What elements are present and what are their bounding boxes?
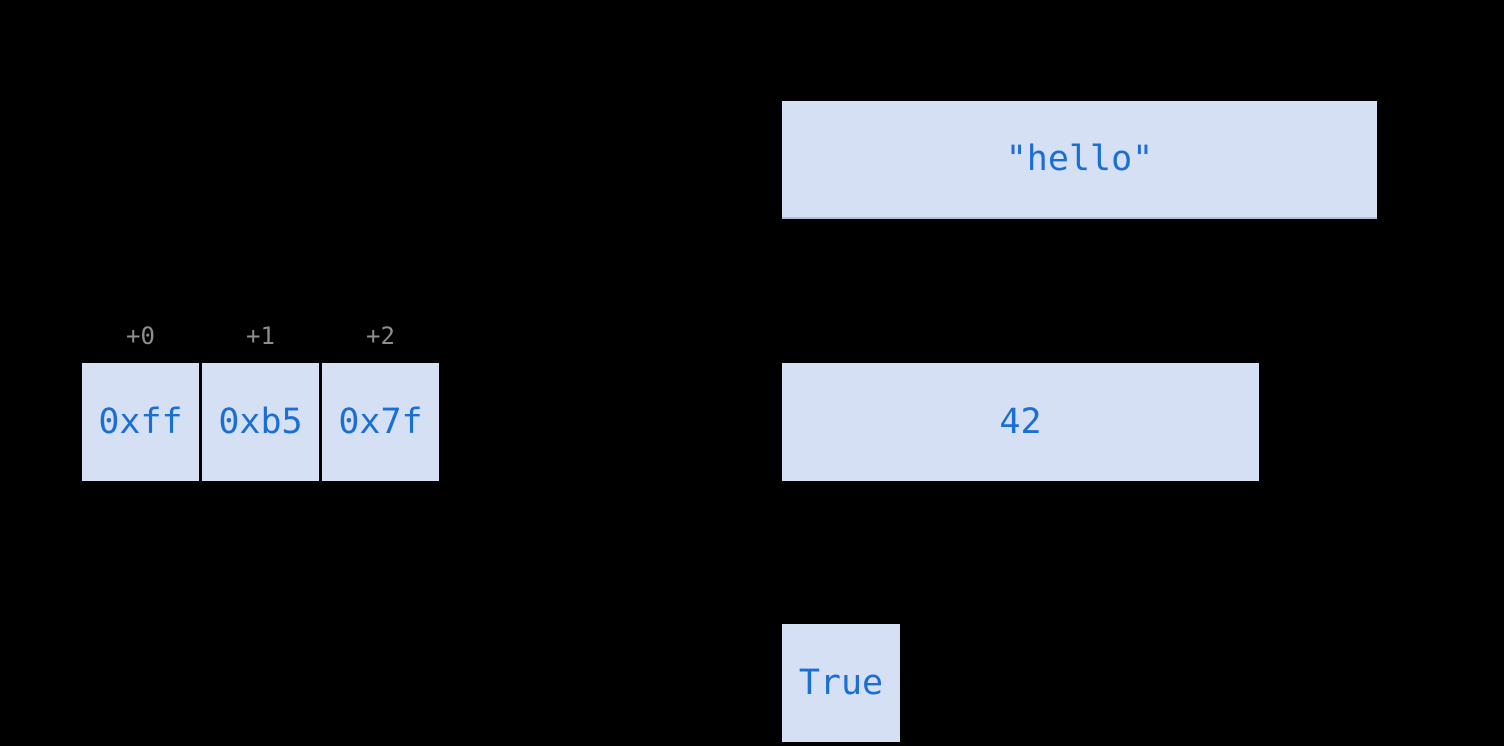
value-box-string: "hello" [782, 101, 1377, 219]
memory-byte-value-1: 0xb5 [218, 402, 303, 442]
value-box-integer: 42 [782, 363, 1259, 481]
byte-offset-label-1: +1 [246, 322, 275, 350]
byte-offset-label-0: +0 [126, 322, 155, 350]
memory-byte-cell-0: 0xff [82, 363, 199, 481]
memory-byte-cell-1: 0xb5 [202, 363, 319, 481]
value-box-boolean: True [782, 624, 900, 742]
memory-byte-value-0: 0xff [98, 402, 183, 442]
memory-byte-cell-2: 0x7f [322, 363, 439, 481]
string-value-label: "hello" [1005, 139, 1154, 179]
integer-value-label: 42 [999, 402, 1042, 442]
memory-byte-value-2: 0x7f [338, 402, 423, 442]
byte-offset-label-2: +2 [366, 322, 395, 350]
boolean-value-label: True [798, 663, 884, 703]
